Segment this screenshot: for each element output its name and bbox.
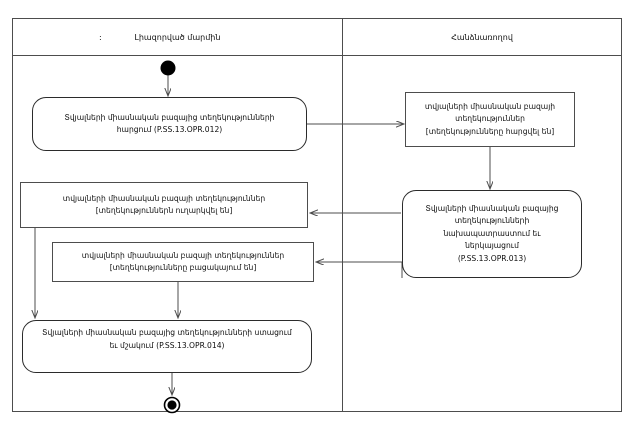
diagram-frame [12, 18, 622, 412]
activity-prepare-present[interactable]: Տվյալների միասնական բազայից տեղեկություն… [402, 190, 582, 278]
activity-prepare-present-label: Տվյալների միասնական բազայից տեղեկություն… [425, 203, 559, 263]
activity-request-info-label: Տվյալների միասնական բազայից տեղեկություն… [64, 112, 275, 135]
object-info-sent[interactable]: տվյալների միասնական բազայի տեղեկությունն… [20, 182, 308, 228]
activity-receive-process-label: Տվյալների միասնական բազայից տեղեկություն… [42, 328, 292, 350]
edge-prepare-to-absent [316, 262, 403, 278]
lane-header-right-label: Հանձնառողով [451, 32, 513, 42]
object-info-absent[interactable]: տվյալների միասնական բազայի տեղեկությունն… [52, 242, 314, 282]
lane-header-left: : Լիազորված մարմին [13, 19, 342, 55]
final-node-core [167, 400, 177, 410]
activity-receive-process[interactable]: Տվյալների միասնական բազայից տեղեկություն… [22, 320, 312, 373]
object-info-sent-label: տվյալների միասնական բազայի տեղեկությունն… [62, 193, 266, 216]
lane-header-left-marker: : [99, 32, 102, 42]
object-info-requested[interactable]: տվյալների միասնական բազայի տեղեկությունն… [405, 92, 575, 147]
lane-header-left-label: Լիազորված մարմին [134, 32, 221, 42]
object-info-requested-label: տվյալների միասնական բազայի տեղեկությունն… [424, 101, 556, 136]
lane-header-right: Հանձնառողով [343, 19, 621, 55]
activity-request-info[interactable]: Տվյալների միասնական բազայից տեղեկություն… [32, 97, 307, 151]
object-info-absent-label: տվյալների միասնական բազայի տեղեկությունն… [81, 250, 285, 273]
initial-node [160, 60, 176, 76]
